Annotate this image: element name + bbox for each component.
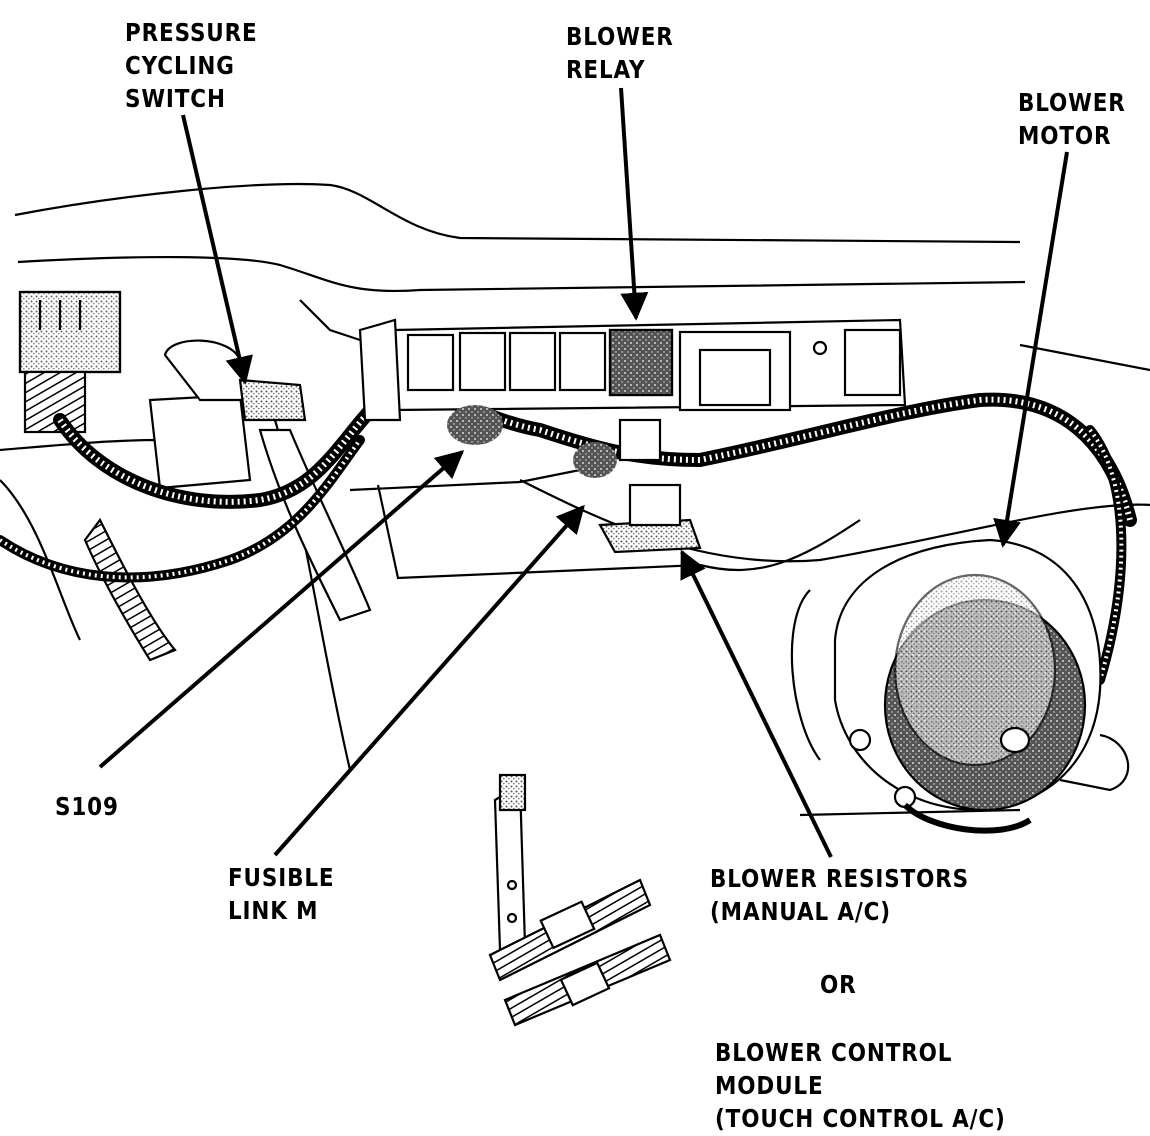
blower-motor-arrow bbox=[993, 151, 1069, 548]
pointer-arrows bbox=[98, 87, 1069, 858]
label-line: BLOWER bbox=[1018, 88, 1126, 117]
label-line: MOTOR bbox=[1018, 121, 1112, 150]
blower-motor-part bbox=[833, 538, 1130, 834]
blower-relay-box bbox=[608, 328, 674, 397]
label-line: RELAY bbox=[566, 55, 646, 84]
label-line: PRESSURE bbox=[125, 18, 258, 47]
label-line: BLOWER bbox=[566, 22, 674, 51]
label-line: S109 bbox=[55, 792, 119, 821]
label-s109: S109 bbox=[55, 790, 119, 823]
label-line: BLOWER RESISTORS bbox=[710, 864, 969, 893]
fusible-link-arrow bbox=[273, 504, 585, 857]
s109-arrow bbox=[98, 450, 465, 769]
left-connector-block bbox=[18, 290, 122, 434]
blower-resistors-part bbox=[598, 418, 702, 554]
relay-center bbox=[358, 318, 907, 422]
wire-harness-texture bbox=[57, 391, 1133, 521]
label-or: OR bbox=[820, 968, 857, 1001]
label-fusible-link: FUSIBLE LINK M bbox=[228, 861, 334, 927]
label-line: OR bbox=[820, 970, 857, 999]
label-blower-relay: BLOWER RELAY bbox=[566, 20, 674, 86]
label-line: CYCLING bbox=[125, 51, 235, 80]
label-blower-motor: BLOWER MOTOR bbox=[1018, 86, 1126, 152]
clamp-inset-detail bbox=[488, 773, 672, 1027]
label-line: MODULE bbox=[715, 1071, 824, 1100]
label-blower-resistors: BLOWER RESISTORS (MANUAL A/C) bbox=[710, 862, 969, 928]
blower-resistors-arrow bbox=[680, 549, 833, 858]
label-line: (MANUAL A/C) bbox=[710, 897, 891, 926]
label-line: BLOWER CONTROL bbox=[715, 1038, 953, 1067]
s109-splice bbox=[447, 405, 617, 478]
label-line: SWITCH bbox=[125, 84, 226, 113]
blower-relay-arrow bbox=[619, 87, 649, 321]
pressure-cycling-switch-arrow bbox=[181, 114, 253, 385]
label-pressure-cycling-switch: PRESSURE CYCLING SWITCH bbox=[125, 16, 258, 115]
label-line: LINK M bbox=[228, 896, 319, 925]
label-line: (TOUCH CONTROL A/C) bbox=[715, 1104, 1006, 1133]
label-blower-control-module: BLOWER CONTROL MODULE (TOUCH CONTROL A/C… bbox=[715, 1036, 1006, 1135]
label-line: FUSIBLE bbox=[228, 863, 335, 892]
